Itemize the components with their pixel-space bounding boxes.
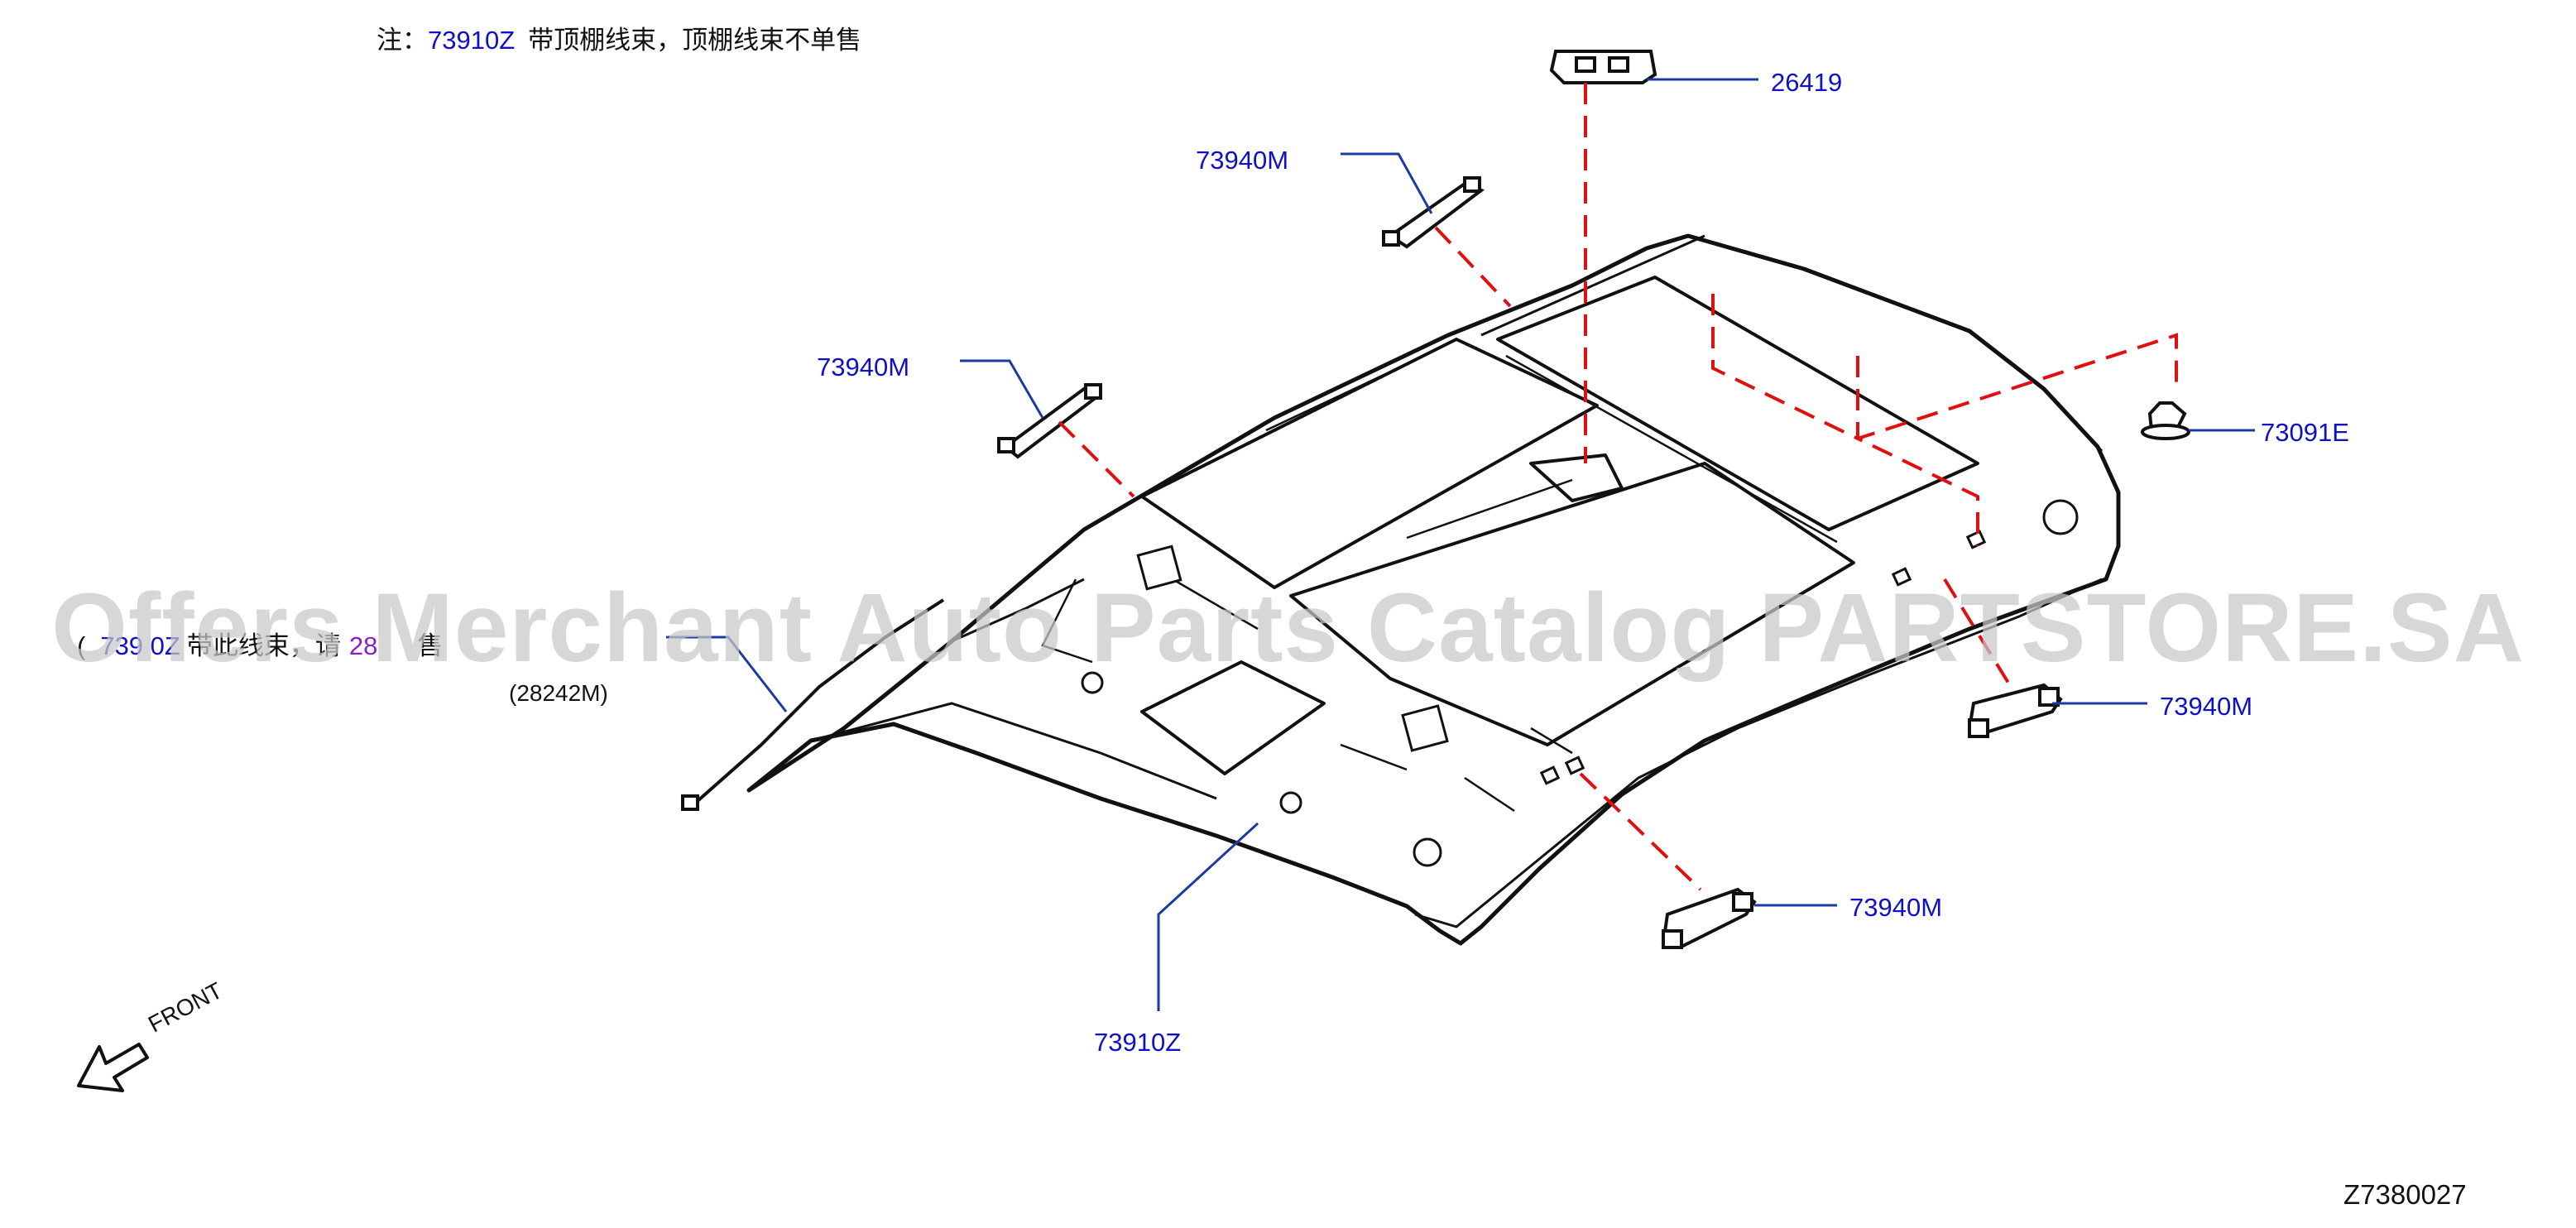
- side-note-sub: (28242M): [509, 680, 608, 706]
- headliner-fixtures: [1081, 499, 2079, 867]
- note-text: 带顶棚线束，顶棚线束不单售: [528, 26, 862, 55]
- clip-73091E: [2141, 401, 2190, 440]
- sunroof-panels: [1140, 276, 1979, 775]
- diagram-code: Z7380027: [2343, 1179, 2467, 1210]
- label-grip-upper[interactable]: 73940M: [1196, 146, 1289, 175]
- label-grip-right[interactable]: 73940M: [2160, 692, 2253, 721]
- label-clip[interactable]: 73091E: [2261, 418, 2349, 447]
- side-note-text-2: 售: [417, 631, 444, 660]
- note-part-number[interactable]: 73910Z: [428, 26, 516, 55]
- side-note-text-1: 带此线束，请: [186, 631, 341, 660]
- assist-grip-lower: [1661, 887, 1757, 950]
- assist-grip-left: [997, 383, 1102, 459]
- assembly-dashes: [1058, 83, 2178, 891]
- top-note: 注：73910Z 带顶棚线束，顶棚线束不单售: [377, 27, 861, 53]
- leader-lines: [666, 78, 2255, 1011]
- side-note-part-number[interactable]: 739 0Z: [100, 631, 180, 660]
- label-room-lamp[interactable]: 26419: [1771, 68, 1843, 97]
- assist-grip-right: [1967, 683, 2063, 738]
- label-headliner[interactable]: 73910Z: [1094, 1028, 1182, 1057]
- side-note-open: (: [77, 631, 86, 660]
- side-note-part-number-2[interactable]: 28: [348, 631, 378, 660]
- note-prefix: 注：: [377, 26, 428, 55]
- watermark: Offers Merchant Auto Parts Catalog PARTS…: [51, 573, 2525, 683]
- wire-harness-28242M: [681, 598, 945, 811]
- panel-details: [1041, 354, 1838, 813]
- room-lamp-26419: [1549, 50, 1657, 84]
- label-grip-left[interactable]: 73940M: [817, 353, 910, 381]
- headliner-edges: [810, 234, 2103, 928]
- label-grip-lower[interactable]: 73940M: [1849, 893, 1943, 922]
- assist-grip-upper: [1382, 176, 1485, 249]
- front-arrow-icon: [77, 1043, 149, 1092]
